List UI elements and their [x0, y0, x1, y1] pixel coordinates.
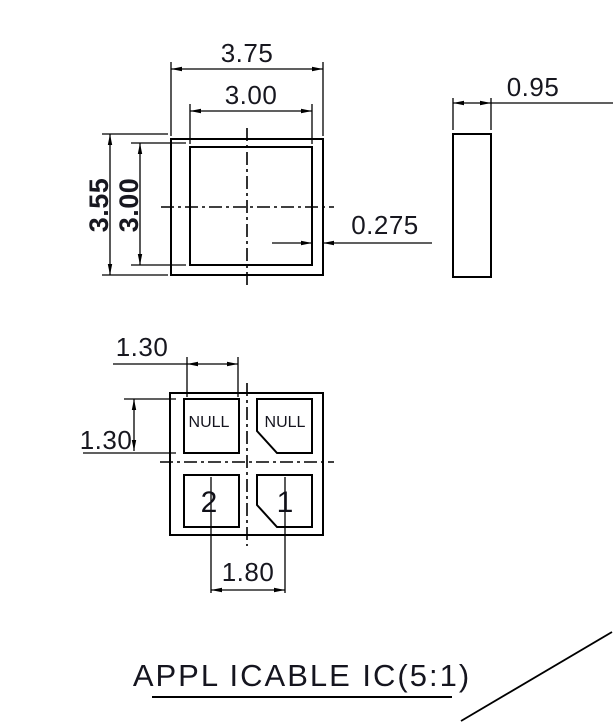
dimension-pad-pitch: 1.80: [210, 477, 286, 593]
dim-text-outer-height: 3.55: [84, 178, 114, 233]
dimension-thickness-lines: [452, 98, 613, 130]
dim-text-pad-pitch: 1.80: [222, 557, 275, 587]
dimension-outer-width: 3.75: [170, 38, 324, 136]
pad-label-top-right: NULL: [265, 414, 306, 431]
pad-null-top-left: [183, 398, 240, 454]
dimension-inner-height-lines: [131, 142, 186, 266]
drawing-title: APPL ICABLE IC(5:1): [133, 658, 471, 693]
dimension-outer-height-lines: [102, 133, 168, 276]
dimension-thickness: 0.95: [452, 72, 613, 130]
side-view-outline: [452, 133, 492, 278]
pad-label-pin-1: 1: [277, 486, 294, 519]
dimension-inner-width-lines: [189, 104, 313, 144]
dim-text-thickness: 0.95: [507, 72, 560, 102]
side-view: 0.95: [452, 72, 613, 278]
dim-text-inner-width: 3.00: [225, 80, 278, 110]
sheet-diagonal-line: [460, 631, 613, 722]
bottom-view: 1.80 NULL NULL 2 1 1.30 1.30: [80, 332, 334, 593]
dim-text-pad-width: 1.30: [116, 332, 169, 362]
dimension-thickness-arrows: [453, 100, 491, 106]
dimension-pad-height-arrows: [131, 399, 137, 451]
dimension-outer-width-lines: [170, 62, 324, 136]
pad-1-chamfered: [256, 474, 313, 528]
dimension-pad-width: 1.30: [113, 332, 239, 397]
dimension-inner-width: 3.00: [189, 80, 313, 144]
dimension-inner-height: 3.00: [114, 142, 186, 266]
dim-text-edge-offset: 0.275: [351, 210, 419, 240]
pad-label-top-left: NULL: [189, 414, 230, 431]
pad-null-top-right-chamfered: [256, 398, 313, 454]
dim-text-inner-height: 3.00: [114, 178, 144, 233]
dimension-pad-width-arrows: [187, 361, 238, 367]
dimension-pad-width-lines: [113, 357, 239, 397]
pad-label-pin-2: 2: [201, 486, 218, 519]
dim-text-outer-width: 3.75: [221, 38, 274, 68]
top-view-inner-outline: [189, 146, 313, 266]
title-block: APPL ICABLE IC(5:1): [133, 658, 471, 698]
dimension-pad-pitch-lines: [210, 477, 286, 593]
dim-text-pad-height: 1.30: [80, 425, 133, 455]
dimension-edge-offset: 0.275: [272, 210, 432, 246]
dimension-pad-height: 1.30: [80, 398, 176, 455]
dimension-outer-height: 3.55: [84, 133, 168, 276]
dimension-edge-offset-arrows: [301, 240, 334, 246]
top-view: 3.75 3.00 3.55 3.00 0.275: [84, 38, 432, 286]
